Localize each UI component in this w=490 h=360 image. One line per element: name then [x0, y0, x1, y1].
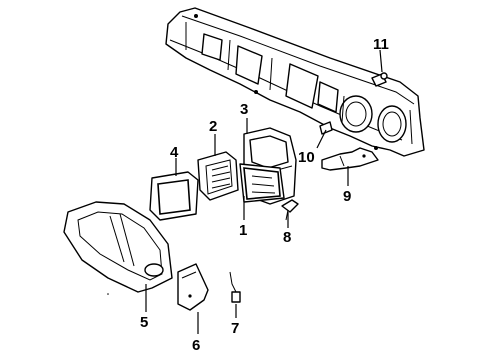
callout-10: 10 [298, 149, 315, 166]
bulb-socket-part [371, 72, 388, 87]
callout-3: 3 [240, 101, 248, 118]
headlamp-part [239, 163, 285, 203]
callout-11: 11 [373, 36, 389, 53]
headlamp-frame-part [149, 171, 199, 221]
leader-lines [145, 49, 383, 334]
callout-6: 6 [192, 337, 200, 354]
headlamp-lens-part [197, 151, 239, 201]
adjuster-part [281, 199, 299, 221]
bezel-part [63, 201, 173, 293]
header-panel [165, 7, 425, 157]
callout-9: 9 [343, 188, 351, 205]
callout-4: 4 [170, 144, 179, 161]
callout-labels: 11 10 9 3 2 4 1 8 5 6 7 [140, 36, 389, 354]
callout-7: 7 [231, 320, 239, 337]
callout-8: 8 [283, 229, 291, 246]
socket-wire-part [229, 271, 241, 303]
clip-part [319, 121, 333, 135]
bracket-part [321, 147, 379, 171]
callout-2: 2 [209, 118, 217, 135]
callout-5: 5 [140, 314, 148, 331]
callout-1: 1 [239, 222, 247, 239]
marker-lamp-part [177, 263, 209, 311]
